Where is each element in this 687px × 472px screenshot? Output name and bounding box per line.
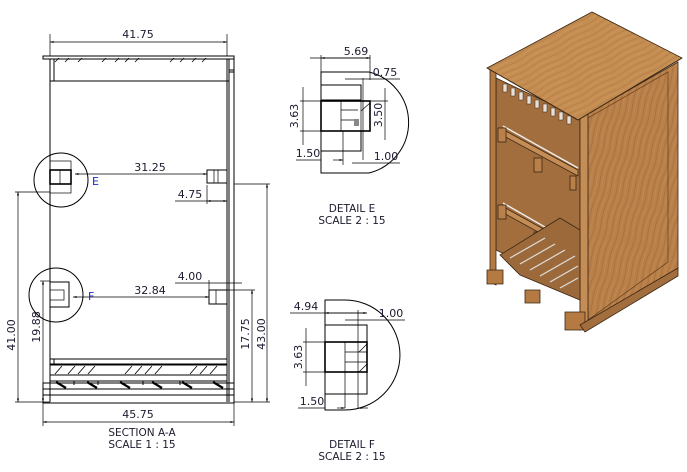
dim-left-height-total: 41.00 <box>5 319 18 351</box>
dim-top-width: 41.75 <box>122 28 154 41</box>
detail-e-scale: SCALE 2 : 15 <box>318 215 385 227</box>
dim-left-height-lower-rail: 19.88 <box>30 311 43 343</box>
detail-e-dim-left-height: 3.63 <box>288 104 301 129</box>
detail-f-title: DETAIL F <box>329 439 375 451</box>
detail-e-callout-circle[interactable] <box>33 152 89 208</box>
detail-e-dim-bottom-left: 1.50 <box>296 147 321 160</box>
dim-right-height-lower-rail: 17.75 <box>239 318 252 350</box>
detail-e-title: DETAIL E <box>329 203 375 215</box>
section-title: SECTION A-A <box>108 427 176 439</box>
detail-e-dim-right-height: 3.50 <box>372 103 385 128</box>
detail-e-dim-bottom-right: 1.00 <box>374 150 399 163</box>
detail-f-dim-top-right: 1.00 <box>379 307 404 320</box>
dim-right-height-total: 43.00 <box>255 318 268 350</box>
detail-e-view: 5.69 0.75 3.63 3.50 1.50 1.00 DETAIL E S… <box>288 45 410 227</box>
dim-bottom-width: 45.75 <box>122 408 154 421</box>
detail-f-scale: SCALE 2 : 15 <box>318 451 385 463</box>
detail-e-dim-width: 5.69 <box>344 45 369 58</box>
detail-f-view: 4.94 1.00 3.63 1.50 DETAIL F SCALE 2 : 1… <box>290 299 405 463</box>
dim-lower-rail-span: 32.84 <box>134 284 166 297</box>
dim-upper-rail-span: 31.25 <box>134 161 166 174</box>
detail-f-callout-label[interactable]: F <box>88 290 94 303</box>
detail-e-dim-top-right: 0.75 <box>373 66 398 79</box>
dim-lower-rail-offset: 4.00 <box>178 270 203 283</box>
detail-f-dim-width: 4.94 <box>294 300 319 313</box>
detail-f-dim-bottom-left: 1.50 <box>300 395 325 408</box>
section-scale: SCALE 1 : 15 <box>108 439 175 451</box>
detail-f-dim-left-height: 3.63 <box>292 345 305 370</box>
detail-e-callout-label[interactable]: E <box>92 175 99 188</box>
detail-f-callout-circle[interactable] <box>28 267 84 323</box>
dim-upper-rail-offset: 4.75 <box>178 188 203 201</box>
isometric-crate-view <box>486 11 683 333</box>
section-a-a-view: 41.75 31.25 4.75 4.00 32.84 E F 41.00 19… <box>5 28 270 451</box>
